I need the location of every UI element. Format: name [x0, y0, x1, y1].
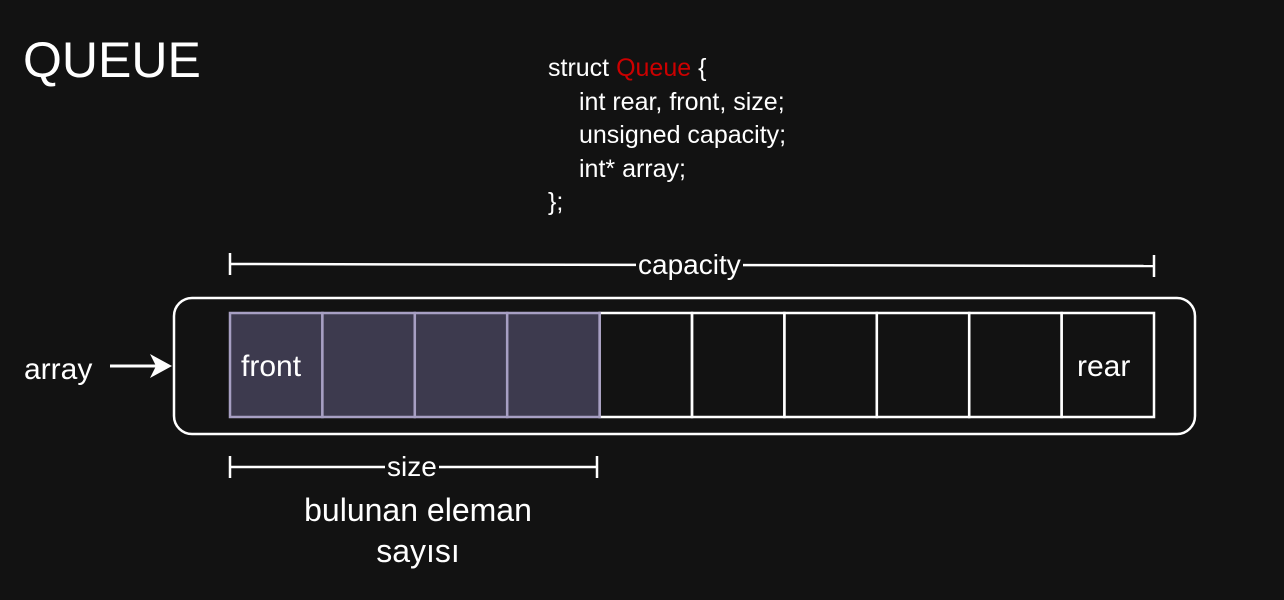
code-struct-name: Queue [616, 54, 692, 82]
code-line-5: }; [548, 188, 564, 216]
array-cell-empty [875, 311, 971, 419]
array-cell-filled [321, 311, 417, 419]
arrow-head [150, 354, 172, 378]
array-cell-empty [690, 311, 786, 419]
code-line-1: struct Queue { [548, 52, 786, 86]
array-arrow [110, 354, 172, 378]
struct-code-block: struct Queue { int rear, front, size; un… [548, 52, 786, 220]
array-label: array [24, 353, 93, 386]
code-line-2: int rear, front, size; [579, 87, 785, 116]
size-label: size [385, 451, 439, 483]
array-cell-filled [505, 311, 601, 419]
array-cells [228, 311, 1156, 419]
array-cell-filled [228, 311, 324, 419]
code-line-3: unsigned capacity; [579, 121, 787, 149]
array-cell-empty [967, 311, 1063, 419]
array-cell-empty [598, 311, 694, 419]
size-note: bulunan eleman sayısı [304, 492, 532, 569]
front-label: front [241, 350, 302, 383]
code-keyword-struct: struct [548, 54, 617, 82]
array-cell-filled [413, 311, 509, 419]
array-cell-empty [783, 311, 879, 419]
capacity-label: capacity [636, 249, 743, 281]
array-cell-empty [1060, 311, 1156, 419]
code-open-brace: { [691, 54, 707, 82]
rear-label: rear [1077, 350, 1131, 383]
page-title: QUEUE [23, 32, 201, 88]
code-line-4: int* array; [579, 154, 686, 183]
array-container [172, 296, 1197, 436]
